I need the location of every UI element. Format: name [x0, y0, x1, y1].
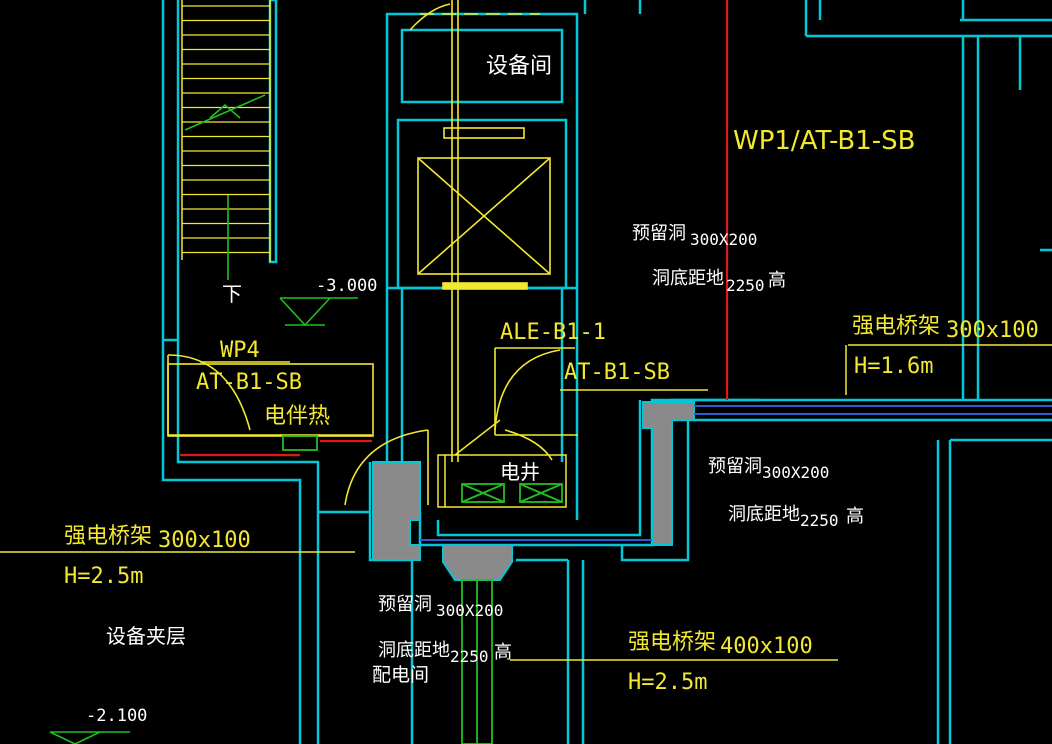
opening-3-size: 300X200 — [436, 601, 504, 620]
opening-2-height: 2250 — [800, 511, 839, 530]
opening-2-unit: 高 — [846, 506, 864, 527]
level-markers — [49, 94, 358, 744]
opening-1-bottom: 洞底距地 — [652, 268, 724, 289]
level-label-1: -3.000 — [316, 276, 378, 296]
room-label-equipment: 设备间 — [486, 54, 553, 79]
heat-trace-label: 电伴热 — [264, 404, 331, 429]
leader-lines — [0, 344, 1052, 661]
tray-2-size: 300x100 — [158, 528, 251, 553]
room-label-mezzanine: 设备夹层 — [106, 624, 186, 648]
opening-2-size: 300X200 — [762, 463, 830, 482]
blue-trays — [420, 405, 1052, 541]
tray-3-height: H=2.5m — [628, 670, 708, 695]
opening-3-unit: 高 — [494, 642, 512, 663]
equipment — [282, 435, 563, 744]
opening-1-unit: 高 — [768, 270, 786, 291]
panel-at-sb-2-label: AT-B1-SB — [196, 370, 302, 395]
panel-ale-label: ALE-B1-1 — [500, 320, 606, 345]
opening-3-label: 预留洞 — [378, 594, 432, 615]
tray-1-height: H=1.6m — [854, 354, 934, 379]
panel-wp4-label: WP4 — [220, 338, 260, 363]
elevator — [409, 0, 551, 462]
tray-3-size: 400x100 — [720, 634, 813, 659]
room-label-power-shaft: 电井 — [500, 460, 540, 484]
tray-1-size: 300x100 — [946, 318, 1039, 343]
tray-2-height: H=2.5m — [64, 564, 144, 589]
opening-1-height: 2250 — [726, 276, 765, 295]
opening-3-bottom: 洞底距地 — [378, 640, 450, 661]
opening-1-size: 300X200 — [690, 230, 758, 249]
opening-3-height: 2250 — [450, 647, 489, 666]
panel-wp1-label: WP1/AT-B1-SB — [733, 126, 916, 156]
opening-2-label: 预留洞 — [708, 456, 762, 477]
stair-down-label: 下 — [222, 282, 242, 306]
columns — [372, 401, 695, 581]
door-swings — [167, 347, 708, 506]
stair-tread-lines — [182, 5, 270, 254]
room-label-distribution: 配电间 — [372, 664, 430, 686]
stair-treads — [181, 0, 271, 262]
tray-1-name: 强电桥架 — [852, 314, 941, 339]
opening-1-label: 预留洞 — [632, 223, 686, 244]
opening-2-bottom: 洞底距地 — [728, 504, 800, 525]
power-shaft-room — [437, 454, 567, 508]
panel-at-sb-label: AT-B1-SB — [564, 360, 670, 385]
red-cables — [180, 0, 729, 457]
tray-3-name: 强电桥架 — [628, 630, 717, 655]
level-label-2: -2.100 — [86, 706, 148, 726]
tray-2-name: 强电桥架 — [64, 524, 153, 549]
